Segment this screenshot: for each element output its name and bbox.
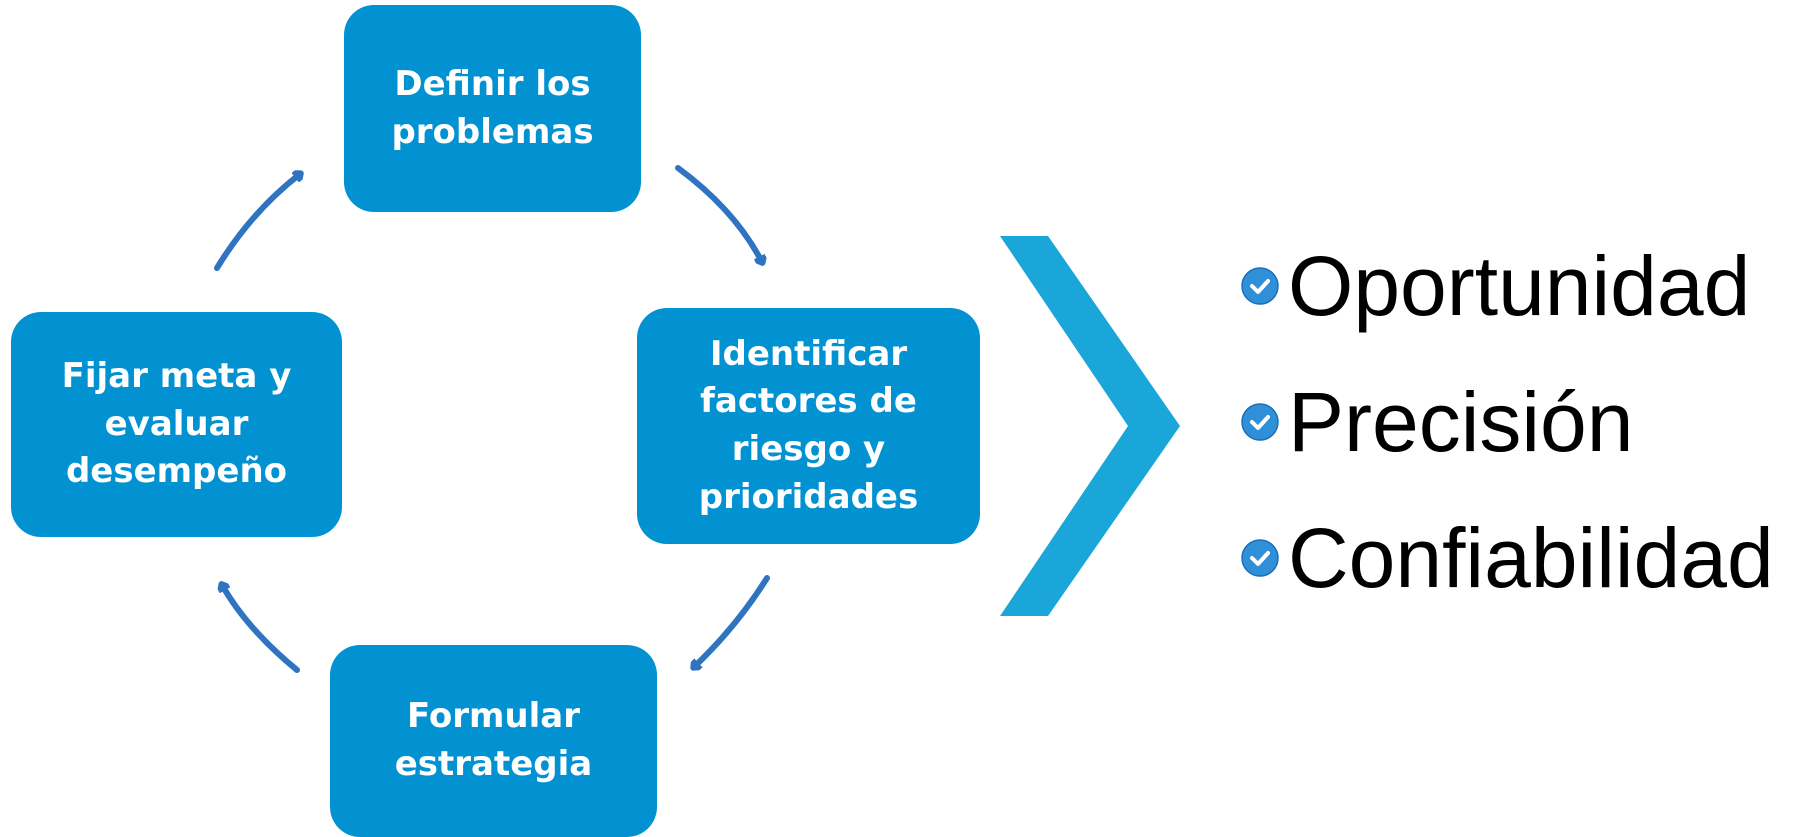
- arrow-left-to-top: [214, 174, 300, 271]
- arrow-top-to-right: [675, 165, 762, 262]
- arrow-bottom-to-left: [222, 585, 300, 673]
- outcome-label: Confiabilidad: [1288, 511, 1774, 605]
- step-set-goal-evaluate: Fijar meta y evaluar desempeño: [11, 312, 342, 537]
- outcome-item: Confiabilidad: [1240, 488, 1774, 628]
- step-formulate-strategy: Formular estrategia: [330, 645, 657, 837]
- check-circle-icon: [1241, 539, 1279, 577]
- outcome-item: Oportunidad: [1240, 216, 1774, 356]
- step-identify-risk-factors: Identificar factores de riesgo y priorid…: [637, 308, 980, 544]
- chevron-right-icon: [1000, 236, 1180, 616]
- outcome-item: Precisión: [1240, 352, 1774, 492]
- check-circle-icon: [1241, 267, 1279, 305]
- outcome-list: Oportunidad Precisión Confiabilidad: [1240, 220, 1774, 628]
- arrow-right-to-bottom: [694, 575, 770, 667]
- step-define-problems: Definir los problemas: [344, 5, 641, 212]
- outcome-label: Oportunidad: [1288, 239, 1751, 333]
- outcome-label: Precisión: [1288, 375, 1634, 469]
- check-circle-icon: [1241, 403, 1279, 441]
